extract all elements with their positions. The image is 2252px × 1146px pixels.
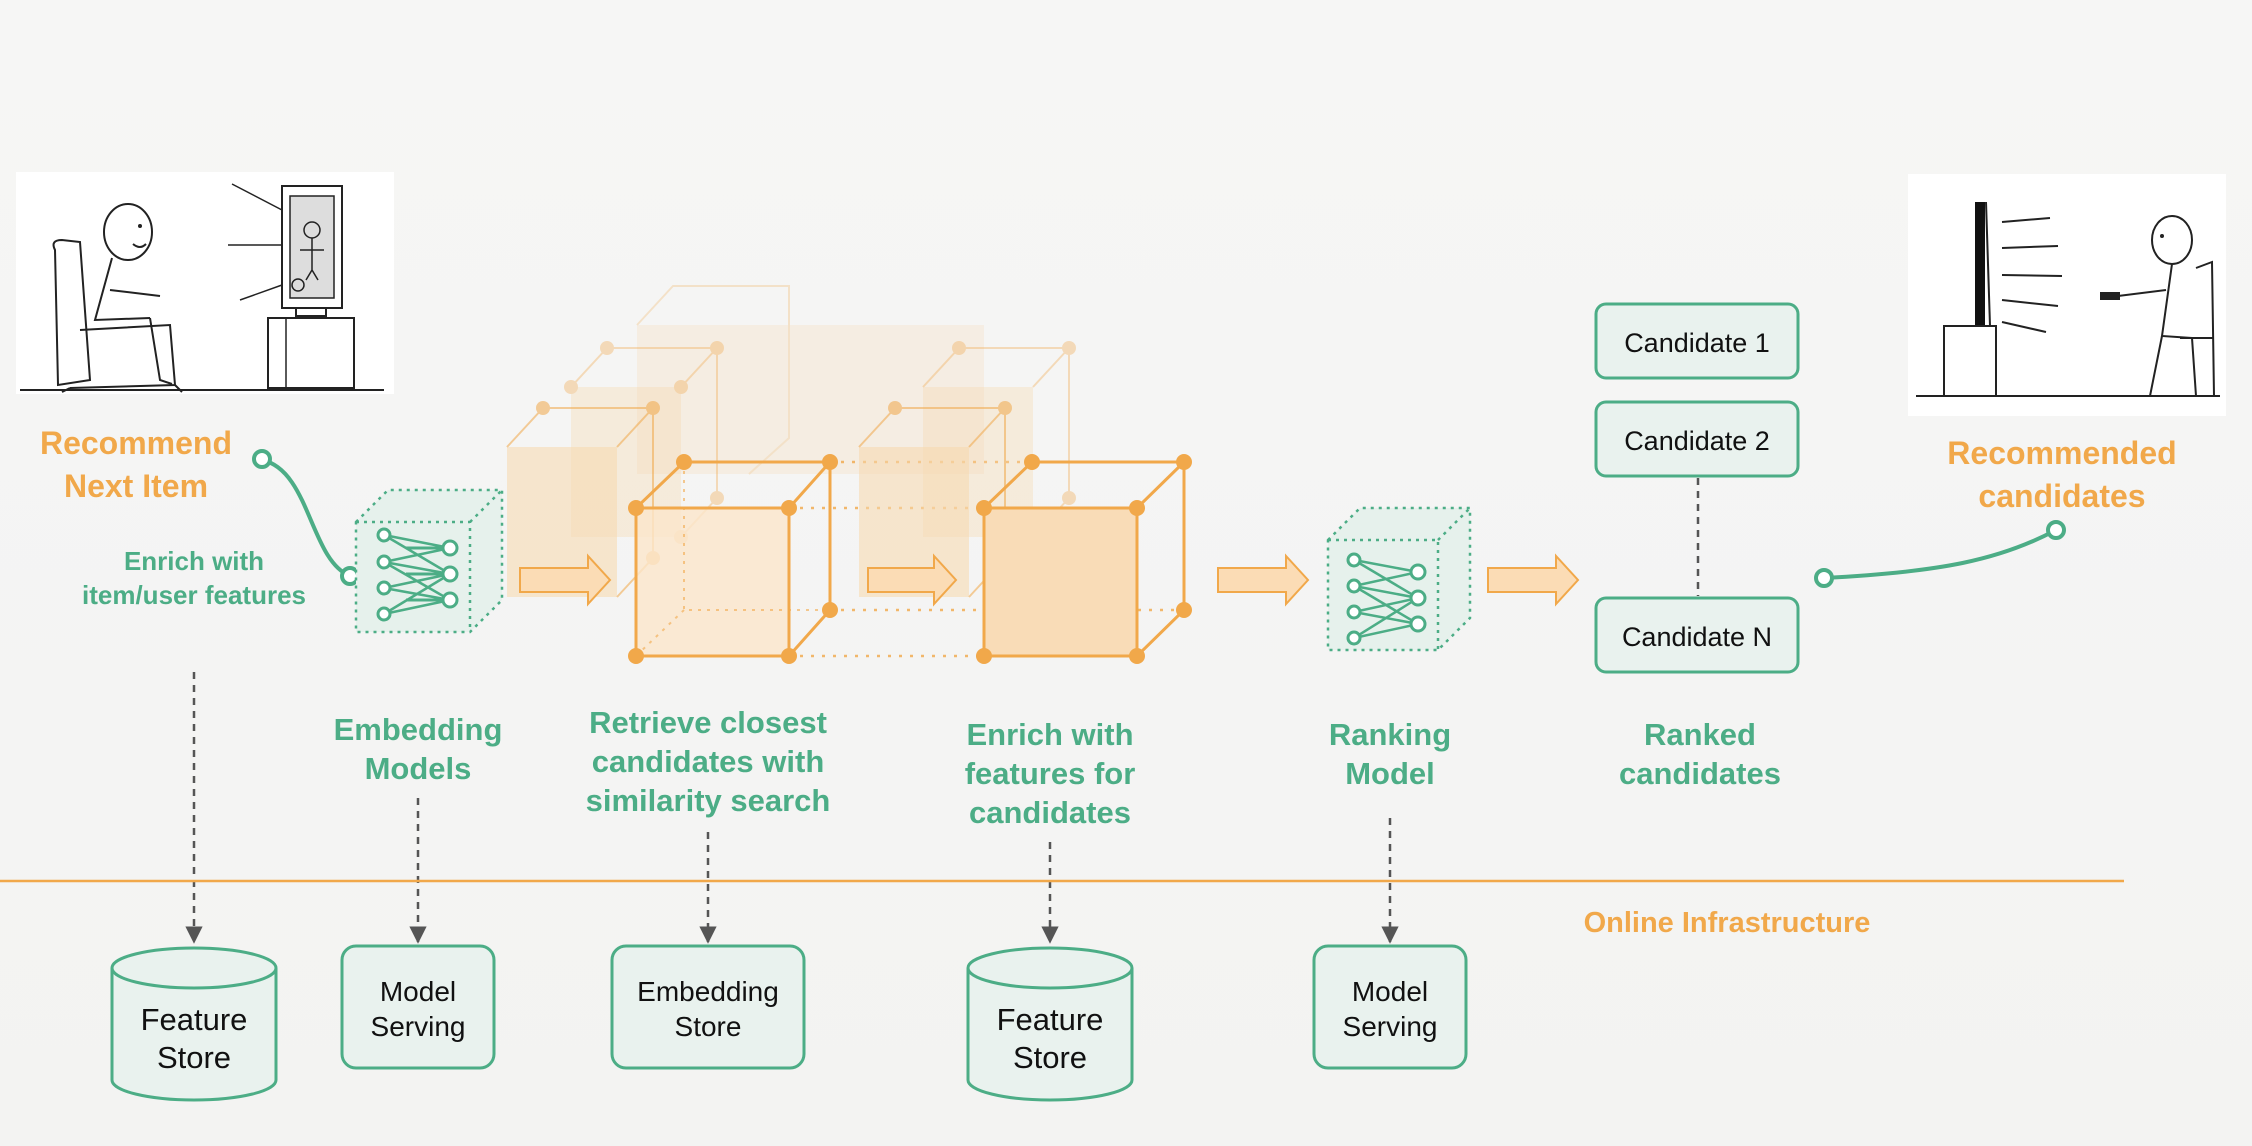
candidate-1-label: Candidate 1 [1624,328,1770,358]
recommended-label-line2: candidates [1978,478,2145,514]
feature-store-label-line2: Store [157,1040,231,1075]
recommended-candidates-label: Recommended candidates [1947,435,2176,514]
person-with-remote-illustration [1908,174,2226,416]
recommend-label-line1: Recommend [40,425,232,461]
recommend-next-item-label: Recommend Next Item [40,425,232,504]
stage-labels: Embedding Models Retrieve closest candid… [334,705,1781,830]
input-connector [252,449,360,586]
database-top [966,946,1134,990]
model-serving-label-line1: Model [1352,976,1428,1007]
embedding-store-label-line1: Embedding [637,976,779,1007]
flow-arrow [1487,553,1580,607]
ranked-label-line1: Ranked [1644,717,1756,752]
embedding-store: Embedding Store [610,944,806,1070]
candidate-2-label: Candidate 2 [1624,426,1770,456]
connector-start-dot [1814,568,1834,588]
feature-store-label-line2: Store [1013,1040,1087,1075]
enrich-candidates-label-line1: Enrich with [966,717,1133,752]
flow-arrow [1217,553,1310,607]
embedding-label-line1: Embedding [334,712,503,747]
model-serving-label-line2: Serving [371,1011,466,1042]
candidate-n-label: Candidate N [1622,622,1772,652]
connector-start-dot [252,449,272,469]
retrieve-label-line1: Retrieve closest [589,705,827,740]
enrichment-cubes [789,341,1192,664]
recommend-label-line2: Next Item [64,468,208,504]
embedding-label-line2: Models [365,751,472,786]
person-watching-tv-illustration [16,172,394,394]
background-cube [636,285,984,475]
embedding-store-label-line2: Store [675,1011,742,1042]
model-serving-label-line2: Serving [1343,1011,1438,1042]
feature-store-right: Feature Store [966,946,1134,1102]
enrich-candidates-label-line2: features for [965,756,1136,791]
candidate-list: Candidate 1 Candidate 2 Candidate N [1594,302,1800,674]
retrieve-label-line3: similarity search [586,783,831,818]
ranked-label-line2: candidates [1619,756,1781,791]
flow-arrow [519,553,612,607]
embedding-model-cube [354,488,504,634]
recommended-label-line1: Recommended [1947,435,2176,471]
flow-arrows [519,553,1580,607]
front-cube [628,454,838,664]
model-serving-left: Model Serving [340,944,496,1070]
neural-network-icon [1346,552,1427,646]
front-cube [976,454,1192,664]
connector-end-dot [2046,520,2066,540]
infra-arrows [185,672,1399,944]
ranking-label-line2: Model [1345,756,1435,791]
online-infrastructure-label: Online Infrastructure [1584,907,1871,939]
output-connector [1814,520,2066,588]
candidate-box-n [1594,596,1800,674]
model-serving-label-line1: Model [380,976,456,1007]
ranking-model-cube [1326,506,1472,652]
enrich-user-label-line2: item/user features [82,580,306,610]
candidate-box-1 [1594,302,1800,380]
candidate-box-2 [1594,400,1800,478]
neural-network-icon [376,527,459,622]
model-serving-right: Model Serving [1312,944,1468,1070]
enrich-user-label-line1: Enrich with [124,546,264,576]
retrieve-label-line2: candidates with [592,744,825,779]
feature-store-left: Feature Store [110,946,278,1102]
feature-store-label-line1: Feature [141,1002,248,1037]
database-top [110,946,278,990]
feature-store-label-line1: Feature [997,1002,1104,1037]
ranking-label-line1: Ranking [1329,717,1451,752]
enrich-candidates-label-line3: candidates [969,795,1131,830]
flow-arrow [867,553,958,607]
